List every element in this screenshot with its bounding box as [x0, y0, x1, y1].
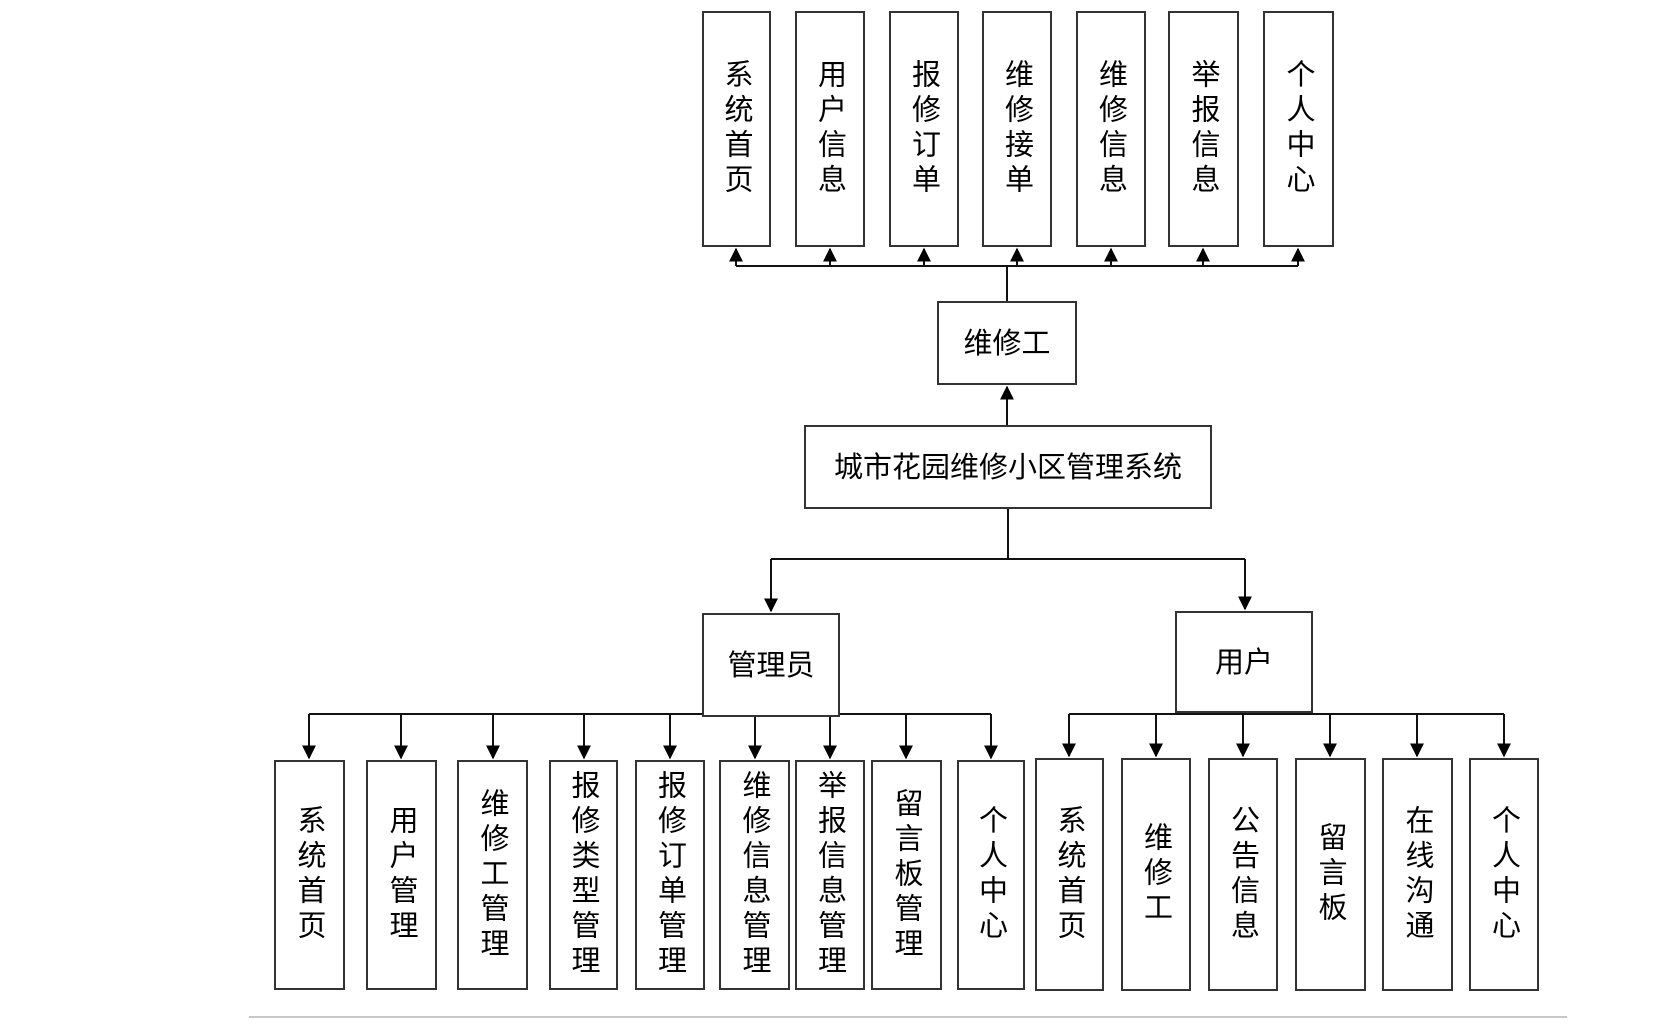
function-label: 用户管理: [385, 805, 419, 945]
role-label-admin: 管理员: [727, 647, 815, 682]
function-label: 个人中心: [1487, 804, 1522, 945]
role-node-user: 用户: [1175, 611, 1313, 713]
admin-function-node: 维修信息管理: [719, 760, 790, 990]
repairman-function-node: 举报信息: [1168, 11, 1239, 247]
role-node-admin: 管理员: [702, 613, 840, 717]
admin-function-node: 举报信息管理: [795, 760, 865, 990]
repairman-function-node: 维修信息: [1076, 11, 1146, 247]
function-label: 维修接单: [1000, 59, 1035, 199]
function-label: 公告信息: [1226, 804, 1261, 945]
user-function-node: 在线沟通: [1382, 758, 1453, 991]
repairman-function-node: 维修接单: [982, 11, 1052, 247]
function-label: 报修订单: [907, 59, 942, 199]
root-node: 城市花园维修小区管理系统: [804, 425, 1212, 509]
function-label: 在线沟通: [1401, 804, 1435, 945]
function-label: 维修工管理: [476, 787, 510, 963]
function-label: 个人中心: [1282, 59, 1316, 199]
function-label: 维修信息: [1094, 59, 1129, 199]
user-function-node: 留言板: [1295, 758, 1366, 991]
function-label: 留言板: [1314, 822, 1348, 927]
admin-function-node: 维修工管理: [457, 760, 528, 990]
function-label: 留言板管理: [890, 787, 924, 963]
function-label: 维修工: [1139, 822, 1174, 927]
function-label: 系统首页: [720, 59, 754, 199]
function-label: 系统首页: [1053, 804, 1087, 945]
repairman-function-node: 报修订单: [889, 11, 959, 247]
role-node-repairman: 维修工: [937, 301, 1077, 385]
admin-function-node: 用户管理: [366, 760, 437, 990]
function-label: 系统首页: [293, 805, 327, 945]
caption-separator: [249, 1016, 1567, 1018]
repairman-function-node: 个人中心: [1263, 11, 1334, 247]
admin-function-node: 留言板管理: [871, 760, 942, 990]
user-function-node: 系统首页: [1035, 758, 1104, 991]
admin-function-node: 报修类型管理: [549, 760, 618, 990]
function-label: 用户信息: [813, 59, 848, 199]
user-function-node: 公告信息: [1208, 758, 1278, 991]
function-label: 个人中心: [974, 805, 1009, 945]
function-label: 举报信息管理: [813, 770, 848, 980]
user-function-node: 个人中心: [1469, 758, 1539, 991]
root-label: 城市花园维修小区管理系统: [833, 449, 1182, 484]
repairman-function-node: 用户信息: [795, 11, 865, 247]
role-label-user: 用户: [1214, 644, 1273, 679]
role-label-repairman: 维修工: [963, 325, 1051, 360]
admin-function-node: 个人中心: [957, 760, 1025, 990]
function-label: 举报信息: [1187, 59, 1221, 199]
user-function-node: 维修工: [1121, 758, 1191, 991]
admin-function-node: 系统首页: [274, 760, 345, 990]
repairman-function-node: 系统首页: [702, 11, 771, 247]
function-label: 报修类型管理: [567, 770, 601, 980]
function-label: 报修订单管理: [653, 770, 688, 980]
function-label: 维修信息管理: [738, 770, 772, 980]
admin-function-node: 报修订单管理: [635, 760, 705, 990]
